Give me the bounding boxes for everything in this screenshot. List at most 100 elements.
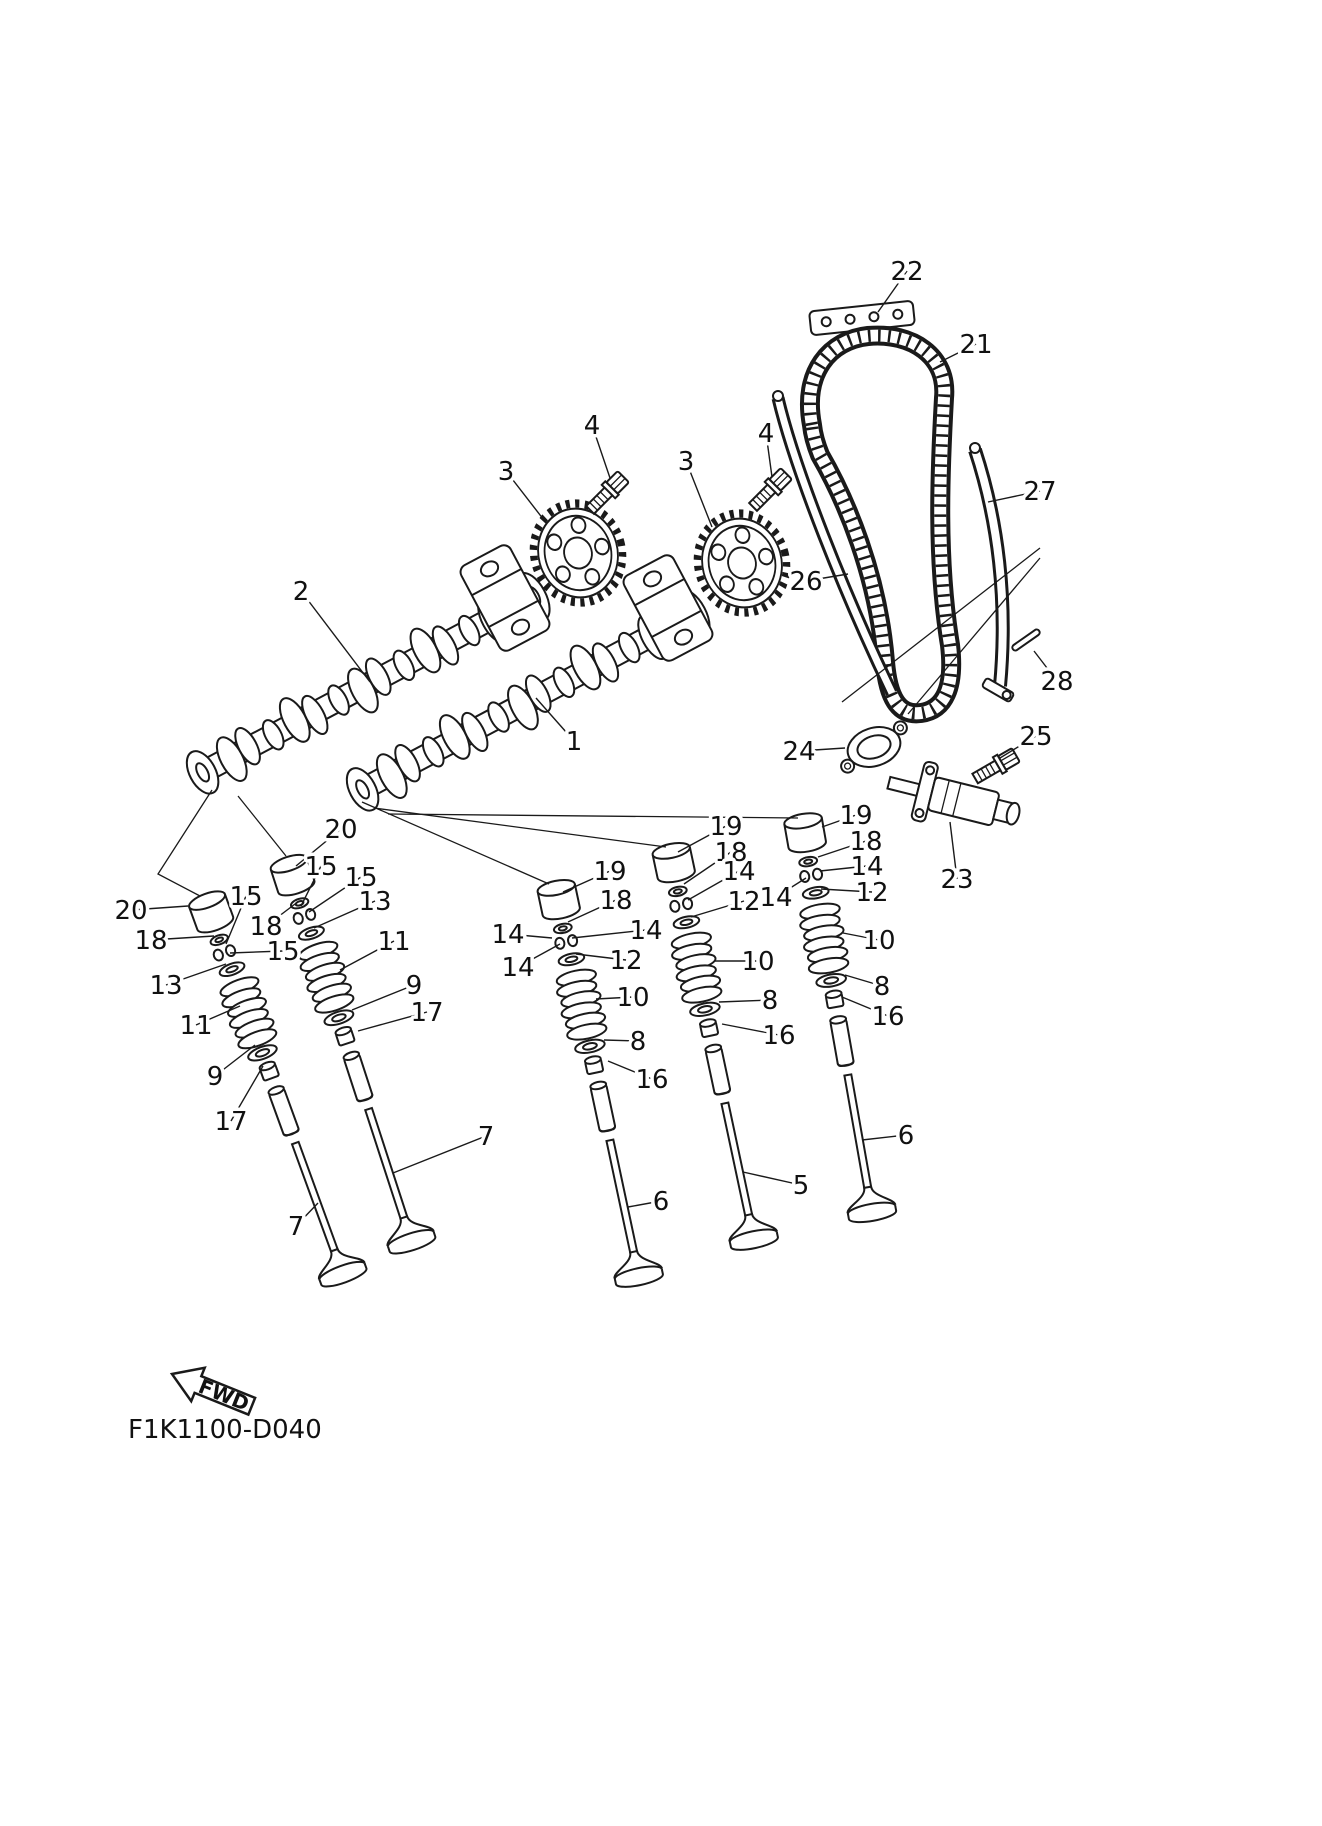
callout-label: 25 (1019, 722, 1052, 752)
callout-label: 5 (793, 1171, 810, 1201)
callout-leader (571, 929, 647, 939)
timing-chain (800, 325, 962, 724)
callout-label: 9 (406, 971, 423, 1001)
callout-leader (721, 1023, 780, 1036)
callout-label: 20 (324, 815, 357, 845)
callout-leader (339, 940, 395, 971)
callout-label: 9 (207, 1062, 224, 1092)
callout-leader (683, 851, 732, 885)
callout-leader (229, 950, 284, 954)
callout-leader (392, 1135, 487, 1174)
callout-label: 23 (940, 865, 973, 895)
callout-leader (939, 343, 977, 363)
callout-leader (505, 470, 548, 525)
callout-leader (819, 865, 868, 872)
callout-leader (949, 821, 958, 880)
callout-label: 18 (714, 838, 747, 868)
callout-leader (841, 996, 889, 1017)
callout-label: 7 (288, 1212, 305, 1242)
chain-guide-rear (968, 442, 1015, 703)
sprocket-bolt-right (745, 465, 795, 515)
callout-leader (313, 900, 376, 929)
callout-label: 21 (959, 330, 992, 360)
callout-leader (225, 895, 247, 945)
callout-leader (861, 1134, 907, 1141)
callout-label: 19 (839, 801, 872, 831)
callout-label: 27 (1023, 477, 1056, 507)
callout-label: 12 (609, 946, 642, 976)
callout-label: 22 (890, 257, 923, 287)
callout-label: 8 (762, 986, 779, 1016)
callout-label: 2 (293, 577, 310, 607)
callout-leader (562, 870, 611, 893)
callout-leader (295, 1202, 319, 1227)
callout-label: 14 (491, 920, 524, 950)
callout-leader (295, 828, 342, 867)
callout-label: 11 (179, 1011, 212, 1041)
callout-label: 1 (566, 727, 583, 757)
callout-leader (999, 735, 1037, 759)
callout-label: 14 (759, 883, 792, 913)
callout-leader (821, 814, 857, 828)
callout-leader (150, 935, 215, 941)
callout-leader (575, 953, 627, 961)
callout-label: 18 (599, 886, 632, 916)
callout-label: 11 (377, 927, 410, 957)
callout-leader (230, 1065, 264, 1122)
callout-label: 16 (635, 1065, 668, 1095)
callout-label: 12 (855, 878, 888, 908)
callout-leader (357, 1011, 428, 1032)
callout-label: 6 (898, 1121, 915, 1151)
callout-leader (603, 1039, 639, 1042)
callout-label: 14 (501, 953, 534, 983)
callout-label: 16 (762, 1021, 795, 1051)
fwd-arrow: FWD (169, 1366, 257, 1417)
callout-label: 14 (722, 857, 755, 887)
callout-leader (507, 933, 553, 939)
callout-label: 13 (358, 887, 391, 917)
callout-leader (265, 900, 300, 927)
callout-label: 13 (149, 971, 182, 1001)
callout-leader (1033, 650, 1058, 682)
chain-guide-front (771, 390, 898, 696)
sprocket-bolt-left (582, 468, 632, 518)
callout-leader (742, 1171, 802, 1186)
callout-leader (817, 840, 867, 858)
callout-leader (820, 888, 873, 893)
callout-leader (351, 984, 415, 1011)
callout-label: 18 (849, 827, 882, 857)
callout-label: 28 (1040, 667, 1073, 697)
callout-leader (130, 905, 189, 911)
callout-leader (798, 747, 846, 752)
callout-leader (775, 877, 807, 898)
callout-leader (987, 490, 1041, 503)
callout-leader (517, 943, 561, 968)
callout-leader (607, 1060, 653, 1080)
callout-label: 4 (584, 411, 601, 441)
callout-leader (591, 424, 611, 479)
callout-leader (627, 1200, 662, 1208)
callout-label: 16 (871, 1002, 904, 1032)
chain-top-plate (808, 300, 916, 336)
callout-leader (877, 270, 908, 313)
callout-leader (195, 1005, 241, 1026)
callout-leader (535, 697, 575, 742)
chain-tensioner (886, 760, 1021, 826)
callout-label: 18 (249, 912, 282, 942)
tensioner-gasket (840, 720, 908, 774)
callout-label: 3 (498, 457, 515, 487)
callout-leader (308, 876, 362, 913)
callout-label: 15 (344, 863, 377, 893)
callout-leaders (130, 270, 1058, 1227)
callout-label: 15 (229, 882, 262, 912)
callout-label: 15 (304, 852, 337, 882)
tensioner-bolt (969, 745, 1022, 788)
callout-label: 15 (266, 937, 299, 967)
callout-label: 24 (782, 737, 815, 767)
callout-label: 3 (678, 447, 695, 477)
guide-pin (1011, 628, 1041, 652)
callout-label: 10 (616, 983, 649, 1013)
alignment-lines (157, 547, 1041, 897)
